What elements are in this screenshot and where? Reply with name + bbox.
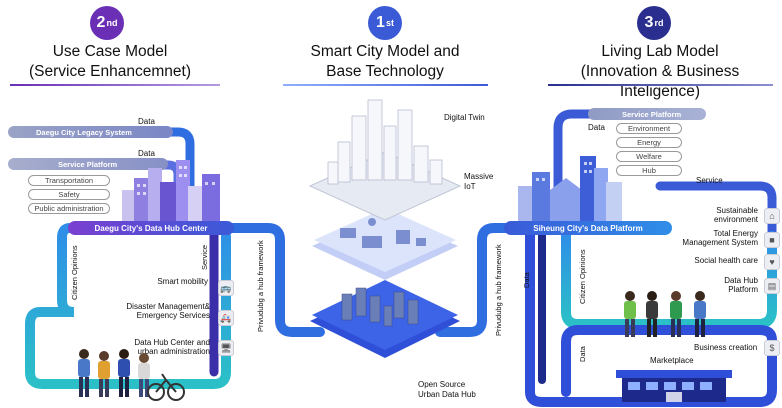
- legacy-system-bar: Daegu City Legacy System: [8, 126, 173, 138]
- tag-energy: Energy: [616, 137, 682, 148]
- service-disaster-management: Disaster Management& Emergency Services: [120, 302, 210, 320]
- smart-city-model-title-line1: Smart City Model and: [310, 43, 460, 60]
- tag-welfare: Welfare: [616, 151, 682, 162]
- legacy-system-label: Daegu City Legacy System: [36, 127, 132, 137]
- right-data-vertical-label-1: Data: [522, 272, 531, 288]
- daegu-hub-center-label: Daegu City's Data Hub Center: [94, 223, 208, 233]
- living-lab-model-title: Living Lab Model (Innovation & Business …: [540, 42, 780, 102]
- left-service-platform-bar: Service Platform: [8, 158, 168, 170]
- service-total-energy-text: Total Energy Management System: [682, 229, 758, 247]
- badge-1st-suffix: st: [385, 18, 394, 28]
- house-icon: ⌂: [764, 208, 780, 224]
- hub-framework-label-left: Privudubg a hub framework: [256, 240, 265, 332]
- right-service-platform-bar: Service Platform: [588, 108, 706, 120]
- right-city-buildings: [518, 156, 622, 222]
- left-service-platform-label: Service Platform: [58, 159, 118, 169]
- smart-city-model-title: Smart City Model and Base Technology: [285, 42, 485, 82]
- person-1: [78, 349, 90, 397]
- right-data-label: Data: [588, 123, 605, 132]
- right-data-loop: [525, 229, 777, 407]
- tag-transportation: Transportation: [28, 175, 110, 186]
- bicycle: [147, 373, 185, 401]
- center-to-right-pipe: [435, 223, 545, 337]
- badge-3rd-number: 3: [644, 14, 654, 31]
- right-citizen-opinions-label: Citizen Opinions: [578, 249, 587, 304]
- business-creation-label: Business creation: [694, 343, 758, 352]
- right-citizen-loop: [561, 229, 777, 329]
- left-data-label-1: Data: [138, 117, 155, 126]
- left-citizen-loop: [25, 223, 231, 389]
- service-disaster-management-text: Disaster Management& Emergency Services: [126, 302, 210, 320]
- service-smart-mobility-text: Smart mobility: [157, 277, 208, 286]
- health-icon: ♥: [764, 254, 780, 270]
- digital-twin-label: Digital Twin: [444, 113, 485, 122]
- left-data-label-2: Data: [138, 149, 155, 158]
- right-service-pipe: [655, 181, 777, 237]
- right-data-vertical-label-2: Data: [578, 346, 587, 362]
- service-social-health-care-text: Social health care: [694, 256, 758, 265]
- service-data-hub-center-text: Data Hub Center and urban administration: [134, 338, 210, 356]
- person-2: [98, 351, 110, 397]
- left-city-buildings: [122, 160, 220, 222]
- legacy-data-pipe: [55, 127, 195, 229]
- right-service-label: Service: [696, 176, 723, 185]
- siheung-data-platform-bar: Siheung City's Data Platform: [504, 221, 672, 235]
- service-smart-mobility: Smart mobility: [150, 277, 208, 286]
- left-service-label: Service: [200, 244, 209, 270]
- massive-iot-text: Massive IoT: [464, 172, 494, 191]
- person-4: [138, 353, 150, 397]
- ambulance-icon: 🚑: [218, 310, 234, 326]
- marketplace-label: Marketplace: [650, 356, 694, 365]
- right-platform-pipe: [553, 109, 705, 227]
- tag-public-administration: Public administration: [28, 203, 110, 214]
- tag-hub: Hub: [616, 165, 682, 176]
- service-sustainable-environment: Sustainable environment: [690, 206, 758, 224]
- living-lab-model-title-line2: (Innovation & Business Inteligence): [580, 63, 740, 100]
- badge-2nd-number: 2: [96, 14, 106, 31]
- hub-framework-label-right: Privudubg a hub framework: [494, 244, 503, 336]
- badge-3rd-suffix: rd: [654, 18, 664, 28]
- use-case-model-title: Use Case Model (Service Enhancemnet): [10, 42, 210, 82]
- left-citizens-illustration: [78, 349, 185, 401]
- left-citizen-opinions-label: Citizen Opinions: [70, 245, 79, 300]
- energy-display-icon: ■: [764, 232, 780, 248]
- service-data-hub-center: Data Hub Center and urban administration: [120, 338, 210, 356]
- left-to-center-pipe: [221, 223, 325, 337]
- center-smart-city-stack: [308, 99, 462, 358]
- document-icon: ▤: [764, 278, 780, 294]
- use-case-model-title-line1: Use Case Model: [52, 43, 168, 60]
- badge-2nd-suffix: nd: [106, 18, 118, 28]
- use-case-model-title-line2: (Service Enhancemnet): [29, 63, 191, 80]
- bus-icon: 🚌: [218, 280, 234, 296]
- use-case-model-underline: [10, 84, 220, 86]
- person-3: [118, 349, 130, 397]
- tag-safety: Safety: [28, 189, 110, 200]
- open-source-line1: Open Source: [418, 380, 466, 389]
- money-bag-icon: $: [764, 340, 780, 356]
- siheung-data-platform-label: Siheung City's Data Platform: [533, 223, 643, 233]
- smart-city-model-underline: [283, 84, 488, 86]
- marketplace-building: [616, 370, 732, 402]
- service-total-energy: Total Energy Management System: [672, 229, 758, 247]
- massive-iot-label: Massive IoT: [464, 172, 504, 192]
- tag-environment: Environment: [616, 123, 682, 134]
- service-data-hub-platform: Data Hub Platform: [710, 276, 758, 294]
- open-source-data-hub-label: Open Source Urban Data Hub: [418, 380, 476, 400]
- service-sustainable-environment-text: Sustainable environment: [713, 206, 758, 224]
- daegu-hub-center-bar: Daegu City's Data Hub Center: [68, 221, 234, 235]
- badge-1st-number: 1: [376, 14, 385, 31]
- living-lab-model-underline: [548, 84, 773, 86]
- living-lab-model-title-line1: Living Lab Model: [601, 43, 719, 60]
- service-social-health-care: Social health care: [672, 256, 758, 265]
- monitor-icon: 🖥: [218, 340, 234, 356]
- service-data-hub-platform-text: Data Hub Platform: [724, 276, 758, 294]
- smart-city-model-title-line2: Base Technology: [326, 63, 444, 80]
- right-service-platform-label: Service Platform: [622, 109, 682, 119]
- open-source-line2: Urban Data Hub: [418, 390, 476, 399]
- right-citizens-illustration: [624, 291, 706, 337]
